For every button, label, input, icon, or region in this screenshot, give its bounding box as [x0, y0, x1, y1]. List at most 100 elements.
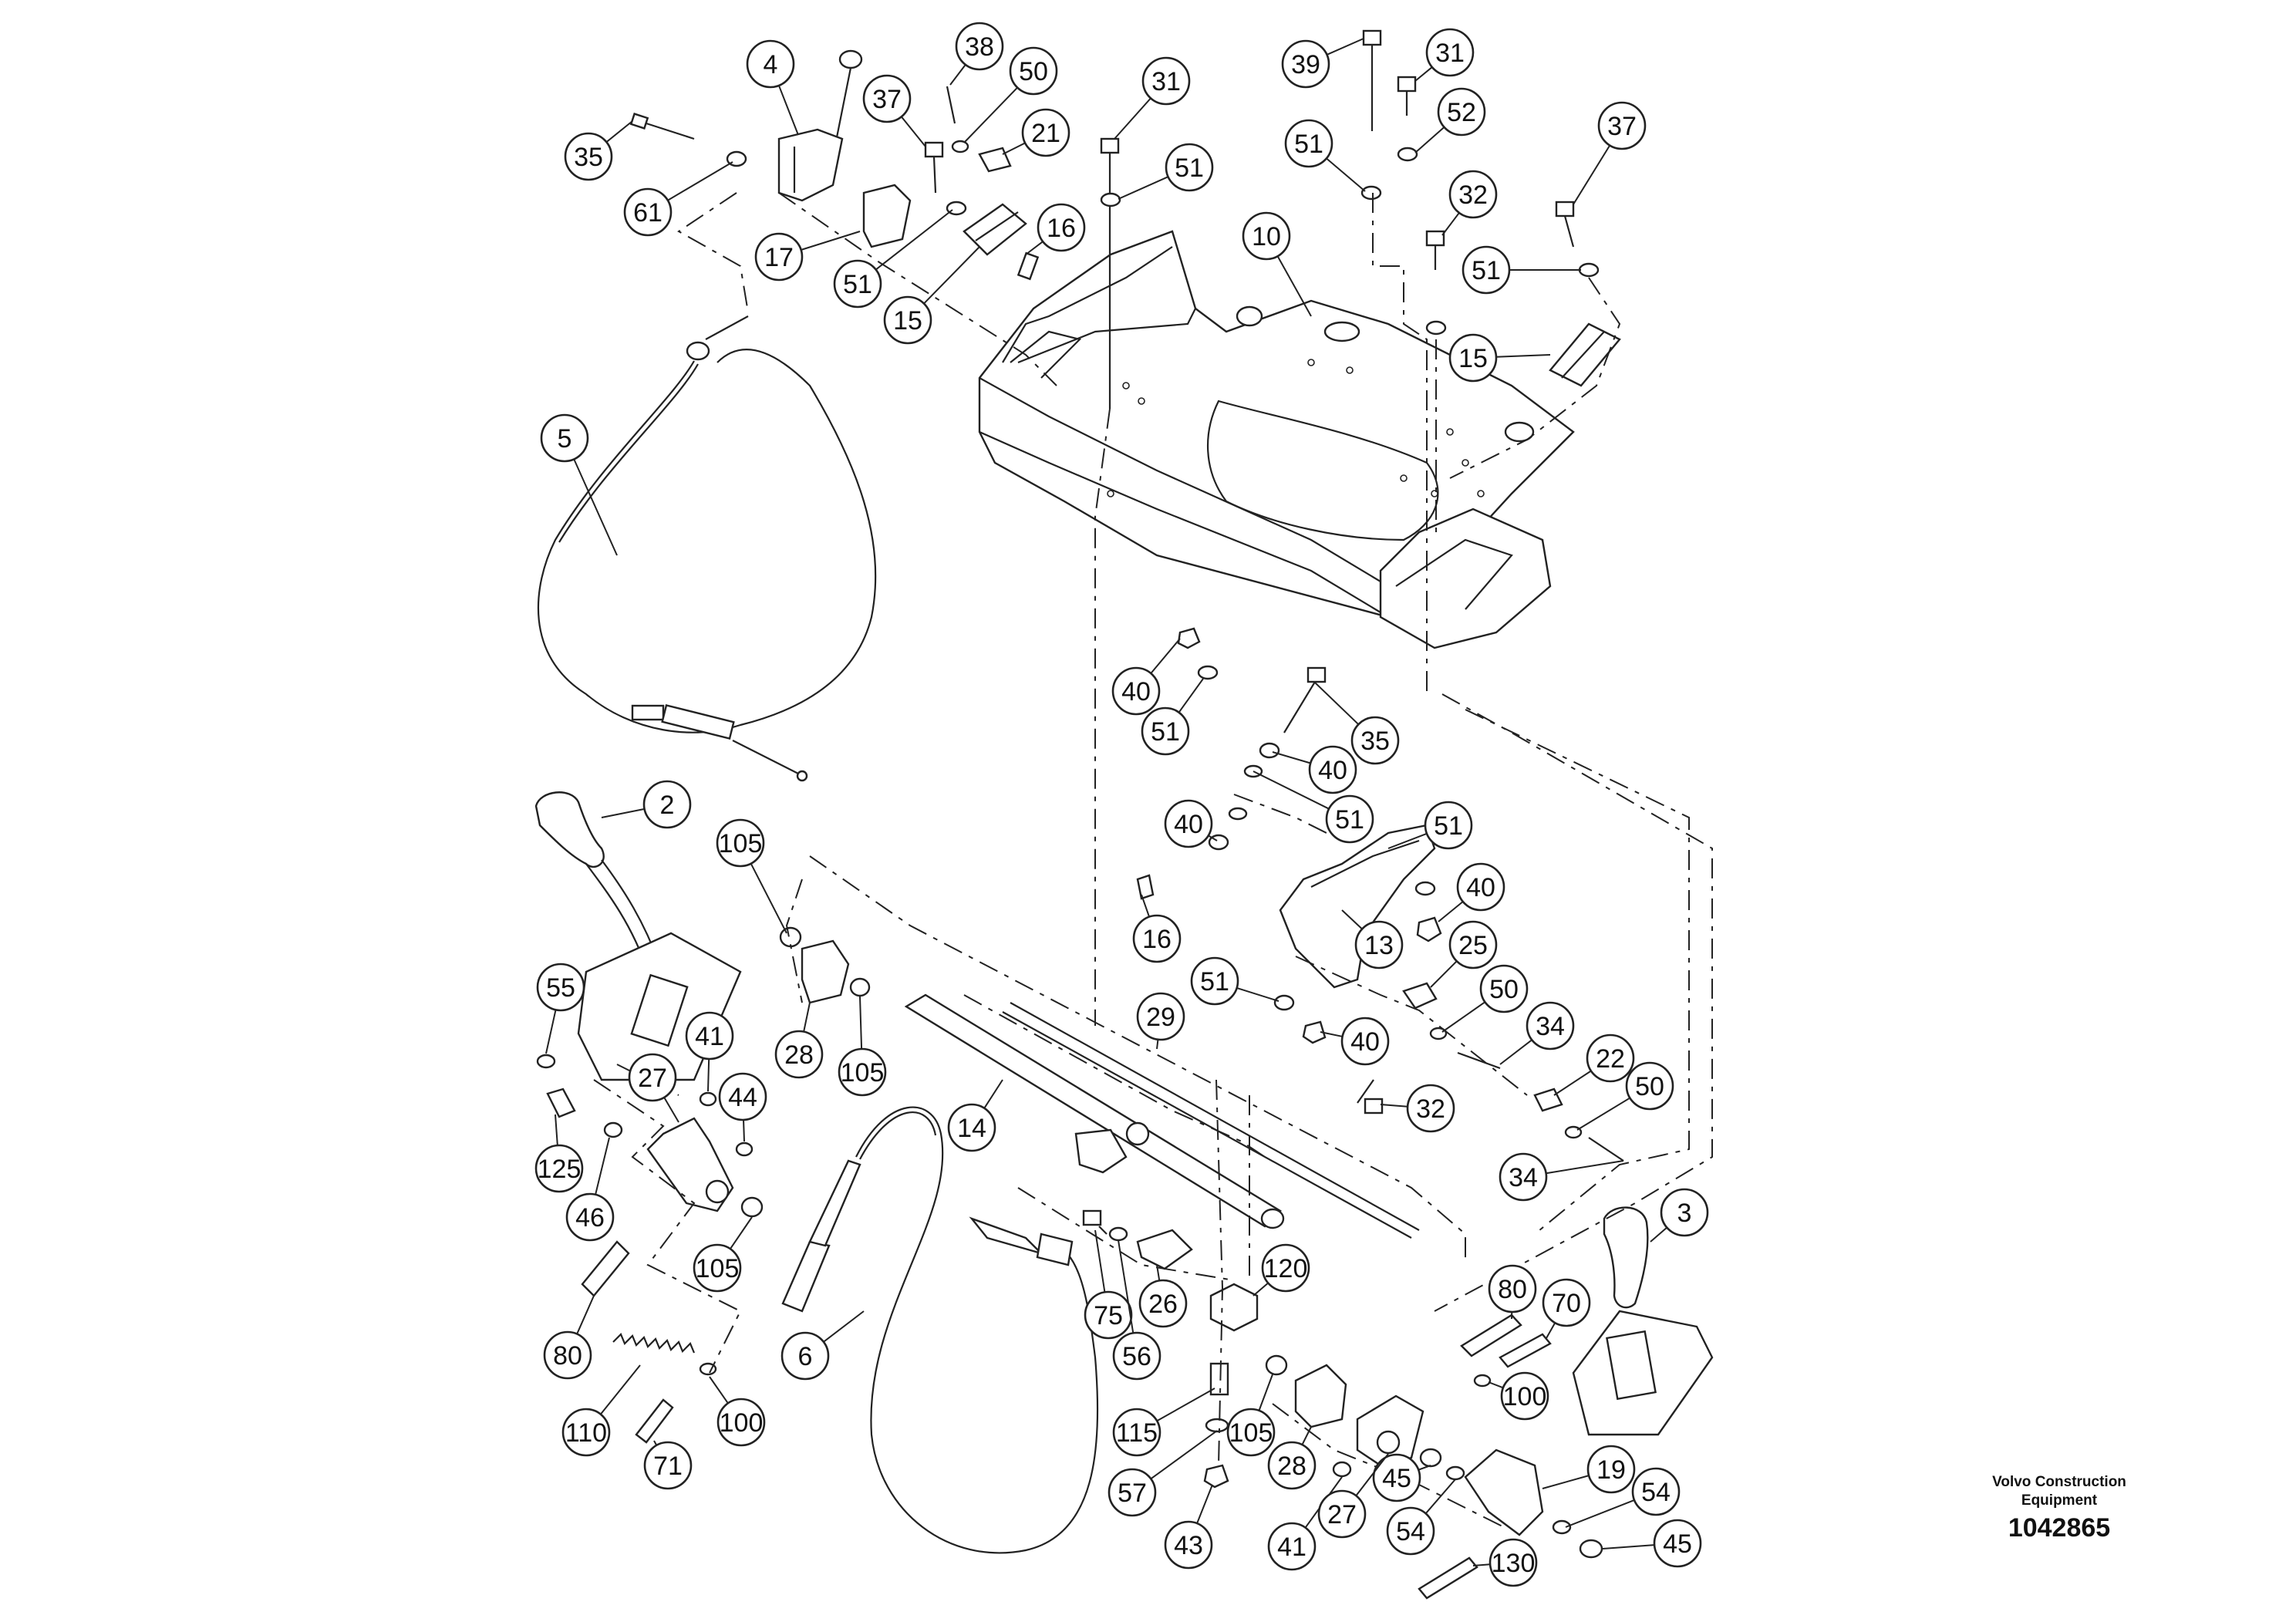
callout-label: 50 [1489, 975, 1519, 1004]
washer-44 [735, 1141, 754, 1157]
callout-50: 50 [1576, 1061, 1674, 1131]
callout-4: 4 [746, 39, 799, 136]
callout-leader [1156, 1039, 1159, 1050]
callout-circle [1456, 862, 1505, 912]
ring-105-left [740, 1196, 764, 1218]
callout-14: 14 [947, 1079, 1003, 1152]
callout-circle [716, 818, 765, 868]
callout-circle [1164, 1520, 1213, 1570]
callout-label: 50 [1019, 57, 1048, 86]
callout-34: 34 [1499, 1152, 1624, 1202]
callout-label: 105 [696, 1254, 740, 1283]
callout-leader [983, 1079, 1003, 1109]
callout-40: 40 [1111, 638, 1181, 716]
callout-leader [1236, 987, 1279, 1002]
callout-54: 54 [1386, 1479, 1456, 1556]
callout-label: 37 [1607, 112, 1637, 141]
block-120 [1209, 1283, 1259, 1332]
callout-35: 35 [564, 120, 633, 181]
callout-6: 6 [781, 1310, 865, 1381]
callout-label: 54 [1396, 1517, 1425, 1546]
bolt-32-top [1425, 230, 1445, 270]
callout-circle [1084, 1290, 1133, 1340]
callout-44: 44 [718, 1072, 767, 1142]
bracket-28-right [1294, 1364, 1347, 1428]
nut-43 [1203, 1464, 1229, 1489]
callout-label: 21 [1031, 119, 1060, 148]
callout-leader [545, 1010, 557, 1054]
callout-label: 71 [653, 1452, 683, 1481]
callout-29: 29 [1136, 992, 1185, 1050]
callout-leader [743, 1119, 745, 1142]
callout-circle [1448, 333, 1498, 383]
callout-16: 16 [1132, 894, 1182, 963]
callout-51: 51 [833, 209, 953, 309]
callout-leader [1424, 1479, 1456, 1514]
callout-leader [730, 1216, 753, 1249]
spacer-41-right [1332, 1461, 1352, 1478]
link-19 [1464, 1448, 1544, 1536]
pin-71 [635, 1398, 674, 1444]
callout-label: 27 [1327, 1500, 1357, 1529]
callout-22: 22 [1553, 1034, 1635, 1096]
callout-leader [1488, 1381, 1504, 1389]
callout-32: 32 [1441, 170, 1498, 236]
callout-leader [1196, 1484, 1213, 1524]
callout-label: 70 [1552, 1289, 1581, 1318]
washer-51-i [1273, 994, 1295, 1011]
document-number: 1042865 [2008, 1513, 2111, 1543]
callout-circle [883, 295, 932, 345]
washer-51-c [1425, 320, 1447, 336]
callout-label: 40 [1318, 756, 1347, 785]
callout-leader [750, 863, 787, 934]
callout-leader [1546, 1160, 1624, 1175]
callout-label: 125 [538, 1155, 582, 1184]
callout-circle [565, 1192, 615, 1242]
callout-50: 50 [1441, 964, 1529, 1033]
callout-circle [1108, 1468, 1157, 1517]
callout-circle [1386, 1506, 1435, 1556]
callout-circle [1488, 1264, 1537, 1313]
callout-label: 4 [764, 50, 778, 79]
callout-label: 15 [893, 306, 922, 336]
callout-label: 41 [695, 1022, 724, 1051]
callout-label: 43 [1174, 1531, 1203, 1560]
callout-39: 39 [1281, 38, 1364, 89]
washer-51-h [1414, 881, 1436, 896]
callout-label: 31 [1151, 67, 1181, 96]
callout-label: 100 [1503, 1382, 1547, 1411]
bolt-31-b [1397, 76, 1417, 116]
bushing-15-right [1549, 322, 1621, 387]
callout-circle [1132, 914, 1182, 963]
callout-circle [1141, 56, 1191, 106]
callout-label: 28 [784, 1040, 814, 1070]
callout-circle [1284, 119, 1333, 168]
callout-leader [1472, 1563, 1491, 1566]
callout-leader [576, 1295, 595, 1334]
callout-circle [1542, 1278, 1591, 1327]
callout-leader [1441, 1001, 1485, 1033]
callout-leader [949, 64, 966, 86]
washer-54-b [1552, 1519, 1572, 1535]
control-platform-frame [978, 230, 1575, 649]
callout-40: 40 [1272, 745, 1357, 794]
callout-31: 31 [1414, 28, 1475, 82]
callout-105: 105 [838, 996, 887, 1097]
callout-leader [803, 1002, 811, 1032]
callout-leader [1418, 1465, 1431, 1471]
callout-leader [1430, 960, 1458, 988]
callout-label: 51 [1335, 805, 1364, 835]
callout-51: 51 [1253, 771, 1374, 844]
callout-label: 51 [1175, 153, 1204, 183]
callout-leader [1276, 255, 1312, 317]
callout-label: 34 [1509, 1163, 1538, 1192]
callout-leader [1387, 832, 1428, 849]
washer-51-g [1228, 807, 1248, 821]
callout-circle [1424, 801, 1473, 850]
callout-leader [801, 231, 861, 251]
callout-circle [1325, 794, 1374, 844]
callout-circle [1448, 920, 1498, 969]
callout-label: 51 [1472, 256, 1501, 285]
callout-56: 56 [1112, 1239, 1161, 1381]
callout-leader [601, 808, 645, 818]
